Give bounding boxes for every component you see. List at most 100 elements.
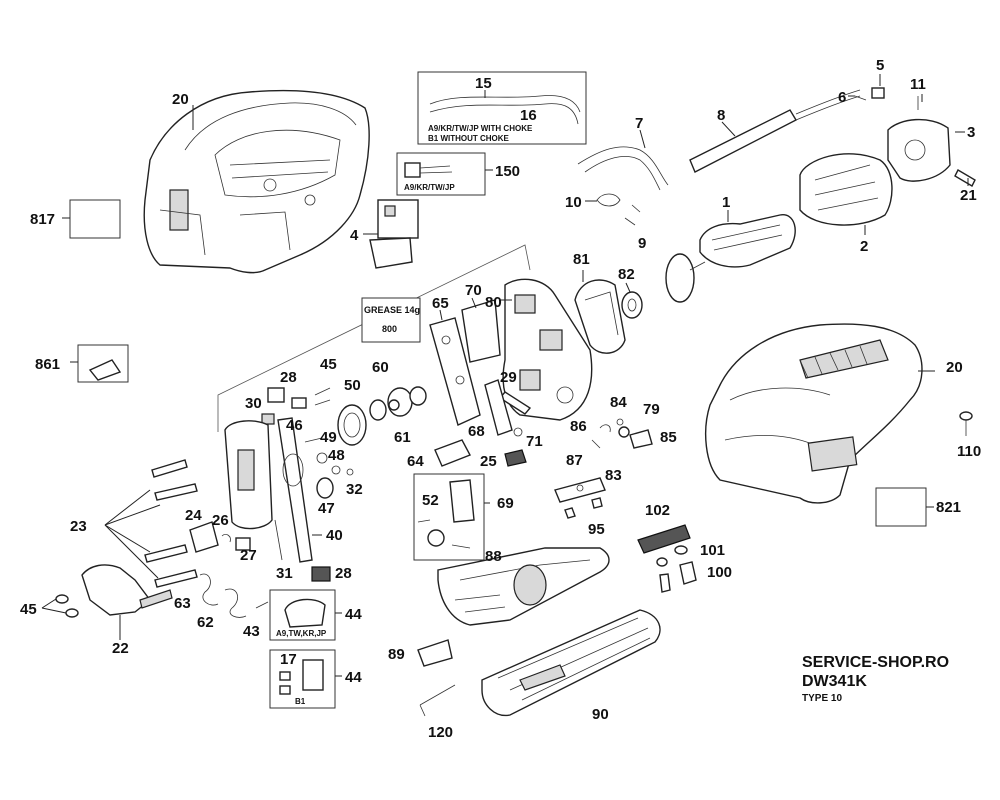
label-26: 26 <box>212 512 229 529</box>
part-89 <box>417 639 453 667</box>
brush-clips-10-9 <box>585 193 641 226</box>
label-79: 79 <box>643 401 660 418</box>
label-32: 32 <box>346 481 363 498</box>
springs-62-63 <box>199 573 247 618</box>
label-20-right: 20 <box>946 359 963 376</box>
label-10: 10 <box>565 194 582 211</box>
label-9: 9 <box>638 235 646 252</box>
blade-clamp-part-22 <box>81 564 173 640</box>
parts-83-95 <box>554 477 606 519</box>
label-60: 60 <box>372 359 389 376</box>
parts-64-25 <box>434 439 527 467</box>
label-89: 89 <box>388 646 405 663</box>
power-cord-part-8 <box>689 89 861 173</box>
label-7: 7 <box>635 115 643 132</box>
part-817-box <box>69 199 121 239</box>
label-43: 43 <box>243 623 260 640</box>
label-8: 8 <box>717 107 725 124</box>
label-110: 110 <box>957 443 981 460</box>
grease-part-number: 800 <box>382 324 397 334</box>
label-70: 70 <box>465 282 482 299</box>
cord-protector-part-7 <box>577 129 669 191</box>
label-120: 120 <box>428 724 453 741</box>
label-45-top: 45 <box>320 356 337 373</box>
label-86: 86 <box>570 418 587 435</box>
label-64: 64 <box>407 453 424 470</box>
label-27: 27 <box>240 547 257 564</box>
label-3: 3 <box>967 124 975 141</box>
screws-part-23 <box>104 459 198 588</box>
label-52: 52 <box>422 492 439 509</box>
model-type: TYPE 10 <box>802 693 843 704</box>
label-15: 15 <box>475 75 492 92</box>
label-2: 2 <box>860 238 868 255</box>
gear-housing-part-80 <box>500 278 593 421</box>
label-150: 150 <box>495 163 520 180</box>
switch-part-4 <box>363 199 419 269</box>
parts-29-68-71 <box>484 379 532 437</box>
shop-name: SERVICE-SHOP.RO <box>802 654 950 671</box>
label-861: 861 <box>35 356 60 373</box>
region-note-44a: A9,TW,KR,JP <box>276 629 327 638</box>
label-48: 48 <box>328 447 345 464</box>
label-44-a: 44 <box>345 606 362 623</box>
label-20-top: 20 <box>172 91 189 108</box>
label-69: 69 <box>497 495 514 512</box>
housing-plate-part-30 <box>224 420 273 530</box>
choke-note-line1: A9/KR/TW/JP WITH CHOKE <box>428 124 533 133</box>
label-83: 83 <box>605 467 622 484</box>
parts-84-79-85-86-87 <box>591 418 653 449</box>
label-45-lower: 45 <box>20 601 37 618</box>
label-29: 29 <box>500 369 517 386</box>
label-23: 23 <box>70 518 87 535</box>
label-82: 82 <box>618 266 635 283</box>
plunger-part-40 <box>277 417 322 563</box>
label-68: 68 <box>468 423 485 440</box>
label-49: 49 <box>320 429 337 446</box>
label-101: 101 <box>700 542 725 559</box>
label-28-lower: 28 <box>335 565 352 582</box>
label-817: 817 <box>30 211 55 228</box>
label-88: 88 <box>485 548 502 565</box>
bearing-part-82 <box>621 282 643 319</box>
screw-part-110 <box>959 411 973 436</box>
allen-key-part-120 <box>419 684 456 717</box>
label-95: 95 <box>588 521 605 538</box>
label-44-b: 44 <box>345 669 362 686</box>
parts-28-30-46 <box>261 387 331 425</box>
housing-half-right <box>705 323 935 504</box>
label-16: 16 <box>520 107 537 124</box>
label-71: 71 <box>526 433 543 450</box>
label-46: 46 <box>286 417 303 434</box>
small-parts-48-49-32-47 <box>304 437 354 499</box>
label-47: 47 <box>318 500 335 517</box>
label-6: 6 <box>838 89 846 106</box>
label-24: 24 <box>185 507 202 524</box>
label-84: 84 <box>610 394 627 411</box>
region-note-44b: B1 <box>295 697 306 706</box>
label-65: 65 <box>432 295 449 312</box>
grease-box <box>361 297 421 343</box>
label-11: 11 <box>910 76 926 93</box>
label-87: 87 <box>566 452 583 469</box>
region-note-150: A9/KR/TW/JP <box>404 183 455 192</box>
label-25: 25 <box>480 453 497 470</box>
label-85: 85 <box>660 429 677 446</box>
gear-case-part-3 <box>887 118 965 182</box>
label-1: 1 <box>722 194 730 211</box>
label-17: 17 <box>280 651 297 668</box>
housing-half-left <box>143 89 370 274</box>
parts-24-26-27 <box>189 521 251 553</box>
lever-part-65 <box>429 309 481 426</box>
screws-5-6-11 <box>854 74 919 110</box>
screw-21 <box>954 169 976 187</box>
screws-part-45-lower <box>41 594 79 618</box>
model-name: DW341K <box>802 673 867 690</box>
label-30: 30 <box>245 395 262 412</box>
armature-part-1 <box>665 210 796 303</box>
label-31: 31 <box>276 565 293 582</box>
label-40: 40 <box>326 527 343 544</box>
parts-100-101-102 <box>637 524 697 593</box>
